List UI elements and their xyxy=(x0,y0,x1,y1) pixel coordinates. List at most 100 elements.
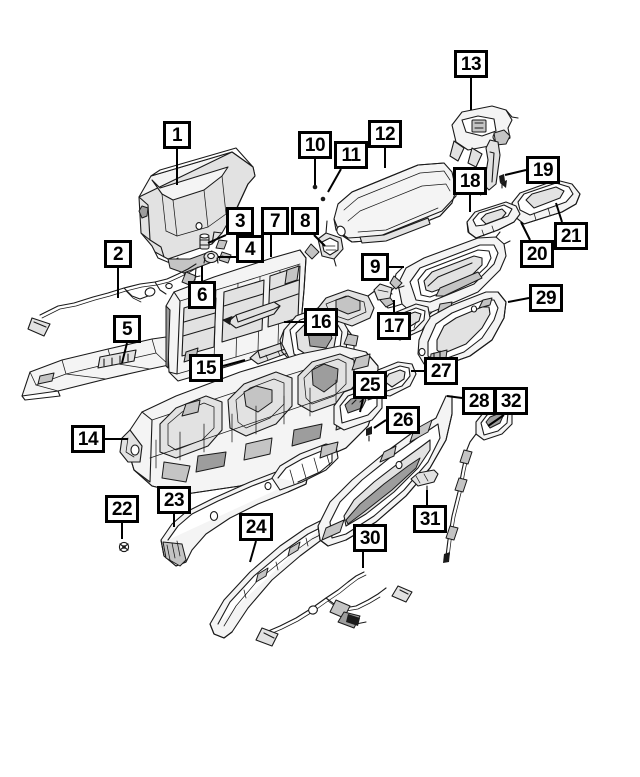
callout-label: 24 xyxy=(245,516,267,538)
part-8-latch-striker xyxy=(304,220,344,267)
callout-19[interactable]: 19 xyxy=(526,156,560,184)
callout-label: 31 xyxy=(419,508,441,530)
callout-label: 29 xyxy=(535,287,557,309)
part-9-armrest-frame xyxy=(389,267,405,290)
callout-leader-5 xyxy=(121,342,128,364)
callout-8[interactable]: 8 xyxy=(291,207,319,235)
callout-leader-19 xyxy=(504,169,527,176)
callout-leader-26 xyxy=(373,419,387,429)
callout-leader-8 xyxy=(313,234,326,247)
callout-label: 9 xyxy=(369,256,381,278)
callout-4[interactable]: 4 xyxy=(236,235,264,263)
callout-16[interactable]: 16 xyxy=(304,308,338,336)
part-31-clip-small xyxy=(410,469,439,493)
callout-label: 25 xyxy=(359,374,381,396)
callout-label: 27 xyxy=(430,360,452,382)
callout-leader-3 xyxy=(207,234,227,244)
callout-leader-24 xyxy=(249,540,257,563)
callout-18[interactable]: 18 xyxy=(453,167,487,195)
callout-13[interactable]: 13 xyxy=(454,50,488,78)
callout-23[interactable]: 23 xyxy=(157,486,191,514)
callout-label: 19 xyxy=(532,159,554,181)
part-15b-trim-strip xyxy=(222,301,281,329)
callout-12[interactable]: 12 xyxy=(368,120,402,148)
callout-label: 1 xyxy=(171,124,183,146)
callout-label: 6 xyxy=(196,284,208,306)
part-5-lower-trim-panel xyxy=(21,336,172,401)
callout-15[interactable]: 15 xyxy=(189,354,223,382)
callout-label: 15 xyxy=(195,357,217,379)
callout-25[interactable]: 25 xyxy=(353,371,387,399)
callout-7[interactable]: 7 xyxy=(261,207,289,235)
leader-lines xyxy=(105,78,563,568)
callout-1[interactable]: 1 xyxy=(163,121,191,149)
callout-14[interactable]: 14 xyxy=(71,425,105,453)
callout-leader-29 xyxy=(507,297,530,303)
callout-21[interactable]: 21 xyxy=(554,222,588,250)
callout-label: 32 xyxy=(500,390,522,412)
callout-29[interactable]: 29 xyxy=(529,284,563,312)
callout-label: 10 xyxy=(304,134,326,156)
part-29-top-cover-panel xyxy=(417,291,507,369)
part-21-cover-plate xyxy=(511,179,581,225)
callout-label: 13 xyxy=(460,53,482,75)
part-3-bushing xyxy=(199,233,210,250)
callout-label: 8 xyxy=(299,210,311,232)
part-11-screw-small xyxy=(320,196,326,202)
part-20-hinge-bracket xyxy=(466,201,521,239)
callout-leader-28 xyxy=(446,395,463,399)
callout-11[interactable]: 11 xyxy=(334,141,368,169)
callout-20[interactable]: 20 xyxy=(520,240,554,268)
callout-leader-32 xyxy=(487,414,505,427)
part-32-latch-rod-assembly xyxy=(443,405,513,563)
callout-28[interactable]: 28 xyxy=(462,387,496,415)
part-12-armrest-lid xyxy=(333,162,457,244)
callout-leader-21 xyxy=(555,202,563,223)
part-23-air-duct-rear xyxy=(160,441,339,567)
callout-leader-25 xyxy=(359,398,364,413)
callout-label: 14 xyxy=(77,428,99,450)
part-24-side-molding xyxy=(209,519,331,639)
callout-label: 17 xyxy=(383,315,405,337)
part-4-grommet xyxy=(203,250,219,264)
callout-22[interactable]: 22 xyxy=(105,495,139,523)
callout-30[interactable]: 30 xyxy=(353,524,387,552)
callout-leader-11 xyxy=(327,168,342,193)
callout-leader-20 xyxy=(520,221,531,241)
callout-label: 2 xyxy=(112,243,124,265)
callout-9[interactable]: 9 xyxy=(361,253,389,281)
callout-26[interactable]: 26 xyxy=(386,406,420,434)
callout-label: 28 xyxy=(468,390,490,412)
callout-10[interactable]: 10 xyxy=(298,131,332,159)
part-26-screw xyxy=(366,426,372,442)
callout-32[interactable]: 32 xyxy=(494,387,528,415)
callout-label: 12 xyxy=(374,123,396,145)
callout-24[interactable]: 24 xyxy=(239,513,273,541)
callout-label: 26 xyxy=(392,409,414,431)
callout-label: 22 xyxy=(111,498,133,520)
callout-label: 3 xyxy=(234,210,246,232)
part-30-wiring-harness-lower xyxy=(255,571,413,647)
callout-17[interactable]: 17 xyxy=(377,312,411,340)
callout-label: 30 xyxy=(359,527,381,549)
callout-label: 5 xyxy=(121,318,133,340)
callout-label: 18 xyxy=(459,170,481,192)
callout-leader-15 xyxy=(222,359,246,367)
part-13-latch-mechanism xyxy=(449,105,519,196)
callout-5[interactable]: 5 xyxy=(113,315,141,343)
callout-2[interactable]: 2 xyxy=(104,240,132,268)
part-18-bezel-frame xyxy=(379,231,511,320)
callout-label: 21 xyxy=(560,225,582,247)
callout-label: 20 xyxy=(526,243,548,265)
callout-27[interactable]: 27 xyxy=(424,357,458,385)
callout-label: 11 xyxy=(341,144,361,166)
callout-31[interactable]: 31 xyxy=(413,505,447,533)
callout-label: 16 xyxy=(310,311,332,333)
callout-3[interactable]: 3 xyxy=(226,207,254,235)
part-1-console-bin xyxy=(138,147,256,280)
callout-6[interactable]: 6 xyxy=(188,281,216,309)
part-10-screw-small xyxy=(312,184,318,190)
callout-label: 23 xyxy=(163,489,185,511)
